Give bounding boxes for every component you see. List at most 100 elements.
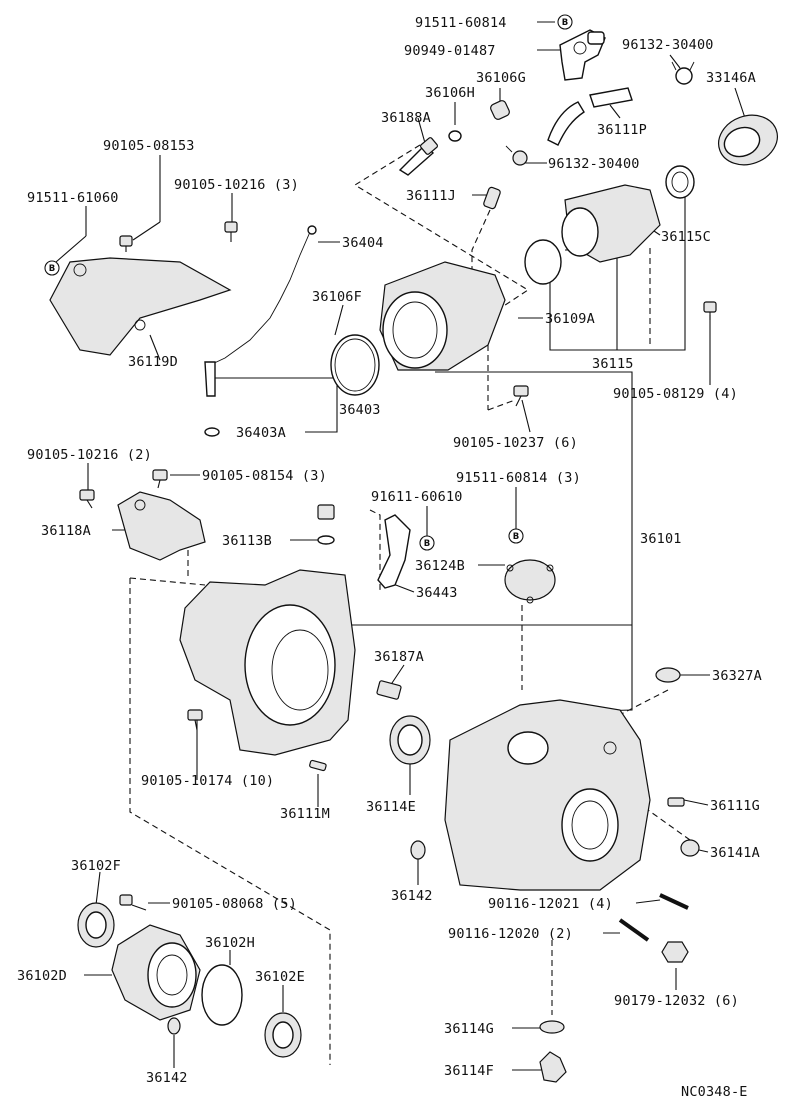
part-label: 36142 <box>146 1070 188 1086</box>
part-shim-36443 <box>377 514 411 589</box>
part-label: 90105-08129 (4) <box>613 386 738 402</box>
part-label: 36102F <box>71 858 121 874</box>
part-oring-36403a <box>204 427 220 437</box>
part-label: 90105-10174 (10) <box>141 773 274 789</box>
part-label: 90116-12021 (4) <box>488 896 613 912</box>
part-clamp-96132-mid <box>505 145 528 166</box>
part-label: 36188A <box>381 110 431 126</box>
part-pin-36111m <box>309 759 327 772</box>
part-plug-36106g <box>490 100 510 120</box>
part-stud-90116-12020 <box>618 918 650 942</box>
part-label: 36119D <box>128 354 178 370</box>
part-bolt-90105-08129 <box>703 301 717 320</box>
badge-shim: B <box>419 535 435 551</box>
part-label: 36111M <box>280 806 330 822</box>
part-bolt-90105-10174 <box>187 709 203 731</box>
part-label: 91511-60814 <box>415 15 507 31</box>
part-label: 90105-10216 (2) <box>27 447 152 463</box>
part-label: 90105-08068 (5) <box>172 896 297 912</box>
part-label: 36115 <box>592 356 634 372</box>
part-washer-36142-low <box>167 1017 181 1035</box>
part-label: 36106F <box>312 289 362 305</box>
part-seal-36141a <box>680 839 700 857</box>
part-label: 36443 <box>416 585 458 601</box>
part-label: 90116-12020 (2) <box>448 926 573 942</box>
part-dipstick-36404 <box>204 225 317 397</box>
part-extension-housing-36115c <box>561 165 695 263</box>
part-label: 36106G <box>476 70 526 86</box>
part-transaxle-case <box>444 699 651 891</box>
part-label: 90105-08153 <box>103 138 195 154</box>
part-label: 36101 <box>640 531 682 547</box>
part-label: 91511-61060 <box>27 190 119 206</box>
part-bracket-36119d <box>49 257 232 356</box>
part-label: 36106H <box>425 85 475 101</box>
part-housing-36102d <box>111 924 201 1021</box>
part-nut-90179-12032 <box>661 941 689 963</box>
part-bolt-90105-10216-3 <box>224 221 238 242</box>
part-bolt-90105-10216-2 <box>79 489 95 509</box>
part-label: 36102H <box>205 935 255 951</box>
part-label: 36142 <box>391 888 433 904</box>
svg-text:B: B <box>424 539 430 549</box>
part-labels: 91511-60814 90949-01487 96132-30400 3610… <box>17 15 762 1086</box>
part-pin-36188a <box>398 137 439 176</box>
part-pin-36111g <box>667 797 685 807</box>
part-washer-36142-mid <box>410 840 426 860</box>
part-label: 90105-10216 (3) <box>174 177 299 193</box>
part-seal-36102e <box>264 1012 302 1058</box>
part-label: 36111P <box>597 122 647 138</box>
part-label: 36141A <box>710 845 760 861</box>
part-transfer-case-36101-upper <box>379 261 506 371</box>
part-oring-36109a <box>524 239 562 285</box>
part-label: 36118A <box>41 523 91 539</box>
part-label: 96132-30400 <box>622 37 714 53</box>
part-label: 91611-60610 <box>371 489 463 505</box>
part-label: 36187A <box>374 649 424 665</box>
part-label: 36403 <box>339 402 381 418</box>
svg-text:B: B <box>513 532 519 542</box>
badge-markers: B B B B <box>44 14 573 551</box>
part-bolt-90105-08154 <box>152 469 168 489</box>
part-top-bracket-90949 <box>559 29 606 81</box>
part-label: 36102D <box>17 968 67 984</box>
part-plug-36114f <box>539 1051 567 1083</box>
badge-left-bracket: B <box>44 260 60 276</box>
part-label: 36115C <box>661 229 711 245</box>
part-bolt-90105-08153 <box>119 235 133 252</box>
part-label: 36404 <box>342 235 384 251</box>
part-bolt-90105-10237 <box>513 385 529 407</box>
part-label: 36327A <box>712 668 762 684</box>
part-label: 33146A <box>706 70 756 86</box>
part-seal-36114e <box>389 715 431 765</box>
part-oring-36102h <box>201 964 243 1026</box>
part-label: 36111G <box>710 798 760 814</box>
part-clamp-96132-top <box>671 61 695 85</box>
part-label: 36114E <box>366 799 416 815</box>
part-label: 36114F <box>444 1063 494 1079</box>
part-label: 90105-08154 (3) <box>202 468 327 484</box>
part-seal-36102f <box>77 902 115 948</box>
part-cover-36124b <box>504 559 556 604</box>
part-label: 90949-01487 <box>404 43 496 59</box>
diagram-code: NC0348-E <box>681 1084 748 1100</box>
part-label: 36124B <box>415 558 465 574</box>
part-label: 96132-30400 <box>548 156 640 172</box>
part-label: 36403A <box>236 425 286 441</box>
part-ring-36106h <box>448 130 462 142</box>
badge-top: B <box>557 14 573 30</box>
part-oil-seal-33146a <box>718 114 778 166</box>
part-plug-36327a <box>655 667 681 683</box>
part-label: 36109A <box>545 311 595 327</box>
part-bracket-36118a <box>117 491 206 561</box>
part-tab-36187a <box>376 680 402 700</box>
badge-cover: B <box>508 528 524 544</box>
part-stud-90116-12021 <box>659 893 689 910</box>
part-washer-36114g <box>539 1020 565 1034</box>
part-oring-36106f <box>330 334 380 396</box>
svg-text:B: B <box>562 18 568 28</box>
part-bolt-90105-08068 <box>119 894 147 911</box>
part-label: 90179-12032 (6) <box>614 993 739 1009</box>
